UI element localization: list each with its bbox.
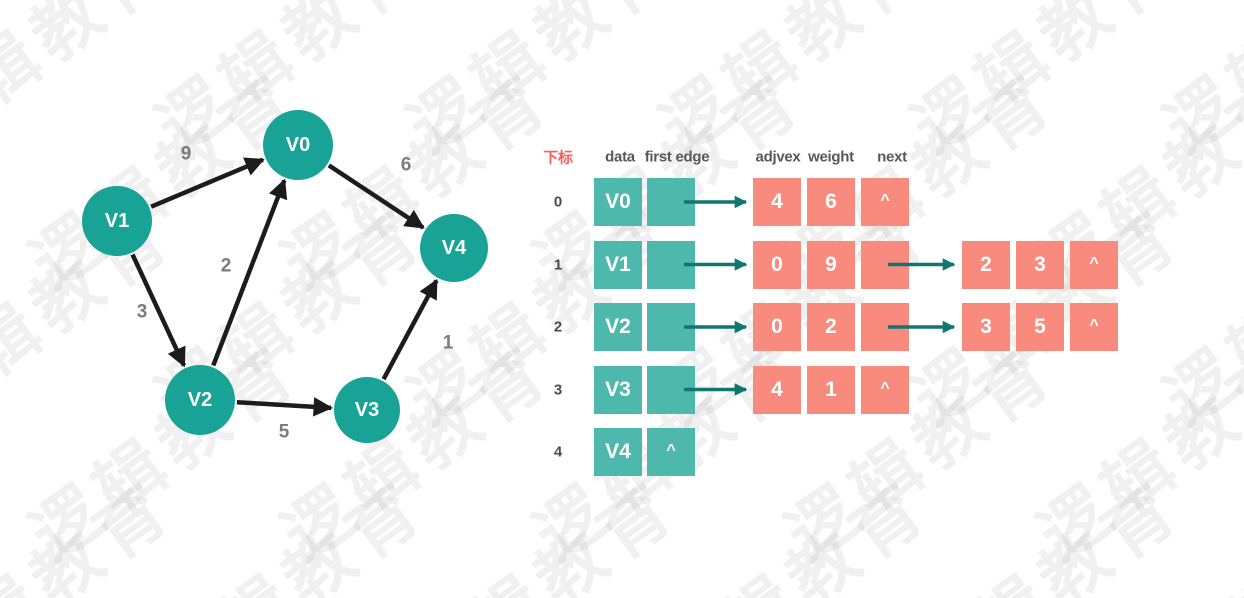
data-cell-value: V2 [605, 315, 631, 338]
adjvex-cell-value: 2 [980, 252, 992, 276]
weight-cell: 5 [1016, 303, 1064, 351]
index-column-header: 下标 [543, 149, 573, 167]
adjvex-cell-value: 3 [980, 315, 992, 338]
next-cell [861, 240, 909, 289]
first-edge-cell-value: ^ [666, 442, 676, 459]
adjvex-cell-value: 0 [771, 315, 783, 338]
first-edge-cell [647, 365, 695, 414]
row-index-label: 3 [553, 381, 563, 398]
weight-cell-value: 6 [825, 190, 837, 213]
row-index-label: 1 [553, 256, 563, 273]
next-cell [861, 303, 909, 351]
next-cell-value: ^ [1089, 317, 1099, 334]
adjvex-column-header: adjvex [755, 148, 801, 166]
adjvex-cell-value: 0 [771, 252, 783, 276]
adjvex-cell: 4 [753, 178, 801, 226]
first-edge-column-header: first edge [644, 148, 710, 166]
adjvex-cell-value: 4 [771, 377, 783, 401]
first-edge-cell [647, 303, 695, 351]
data-cell-value: V4 [605, 440, 631, 463]
weight-cell-value: 1 [825, 377, 837, 401]
data-cell: V1 [594, 240, 642, 289]
next-cell-value: ^ [1089, 254, 1099, 272]
weight-cell: 1 [807, 365, 855, 414]
first-edge-cell [647, 178, 695, 226]
next-cell: ^ [1070, 303, 1118, 351]
weight-cell-value: 5 [1034, 315, 1046, 338]
adjvex-cell: 3 [962, 303, 1010, 351]
weight-cell: 6 [807, 178, 855, 226]
data-cell: V3 [594, 365, 642, 414]
row-index-label: 4 [553, 443, 563, 461]
weight-cell-value: 9 [825, 252, 837, 276]
first-edge-cell: ^ [647, 428, 695, 476]
next-cell: ^ [861, 365, 909, 414]
weight-column-header: weight [808, 148, 854, 166]
data-cell-value: V0 [605, 190, 631, 213]
data-cell-value: V1 [605, 252, 631, 276]
next-column-header: next [877, 148, 907, 166]
first-edge-cell [647, 240, 695, 289]
weight-cell-value: 2 [825, 315, 837, 338]
data-cell: V4 [594, 428, 642, 476]
weight-cell-value: 3 [1034, 252, 1046, 276]
adjvex-cell: 2 [962, 240, 1010, 289]
data-cell-value: V3 [605, 377, 631, 401]
next-cell-value: ^ [880, 192, 890, 209]
data-cell: V2 [594, 303, 642, 351]
weight-cell: 3 [1016, 240, 1064, 289]
adjvex-cell: 0 [753, 303, 801, 351]
adjvex-cell: 0 [753, 240, 801, 289]
adjvex-cell: 4 [753, 365, 801, 414]
next-cell-value: ^ [880, 379, 890, 397]
next-cell: ^ [861, 178, 909, 226]
next-cell: ^ [1070, 240, 1118, 289]
adjvex-cell-value: 4 [771, 190, 783, 213]
row-index-label: 2 [553, 318, 563, 336]
row-index-label: 0 [553, 193, 563, 211]
data-column-header: data [605, 148, 635, 166]
weight-cell: 9 [807, 240, 855, 289]
weight-cell: 2 [807, 303, 855, 351]
data-cell: V0 [594, 178, 642, 226]
